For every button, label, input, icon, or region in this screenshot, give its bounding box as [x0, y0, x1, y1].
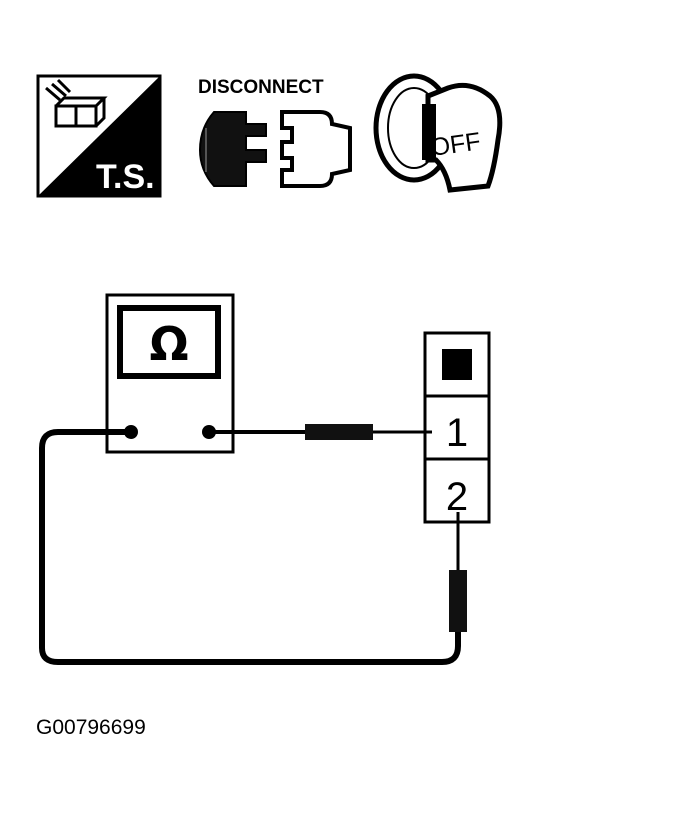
test-symbol-label: T.S.: [96, 158, 155, 196]
ohm-symbol: Ω: [149, 317, 188, 371]
disconnect-label: DISCONNECT: [198, 77, 324, 98]
test-symbol-icon: T.S.: [36, 74, 162, 198]
probe-lead-pin2: [39, 429, 467, 665]
connector-block: 1 2: [423, 331, 491, 524]
ohmmeter-icon: Ω: [105, 293, 235, 454]
probe-lead-pin1: [209, 424, 432, 440]
probe-tip: [449, 570, 467, 632]
connector-disconnect-icon: [198, 110, 352, 188]
tester-box-icon: [45, 78, 108, 128]
ohmmeter-screen: [117, 305, 221, 379]
figure-id: G00796699: [36, 716, 146, 739]
ignition-off-label: OFF: [429, 127, 482, 162]
pin-cell-2: [423, 457, 491, 524]
pin-label-1: 1: [446, 411, 468, 455]
connector-key-square: [442, 349, 472, 380]
pin-label-2: 2: [446, 475, 468, 519]
disconnect-icon: DISCONNECT: [198, 77, 352, 188]
pin-cell-1: [423, 394, 491, 461]
ignition-key-off-icon: OFF: [373, 73, 503, 193]
probe-tip: [305, 424, 373, 440]
